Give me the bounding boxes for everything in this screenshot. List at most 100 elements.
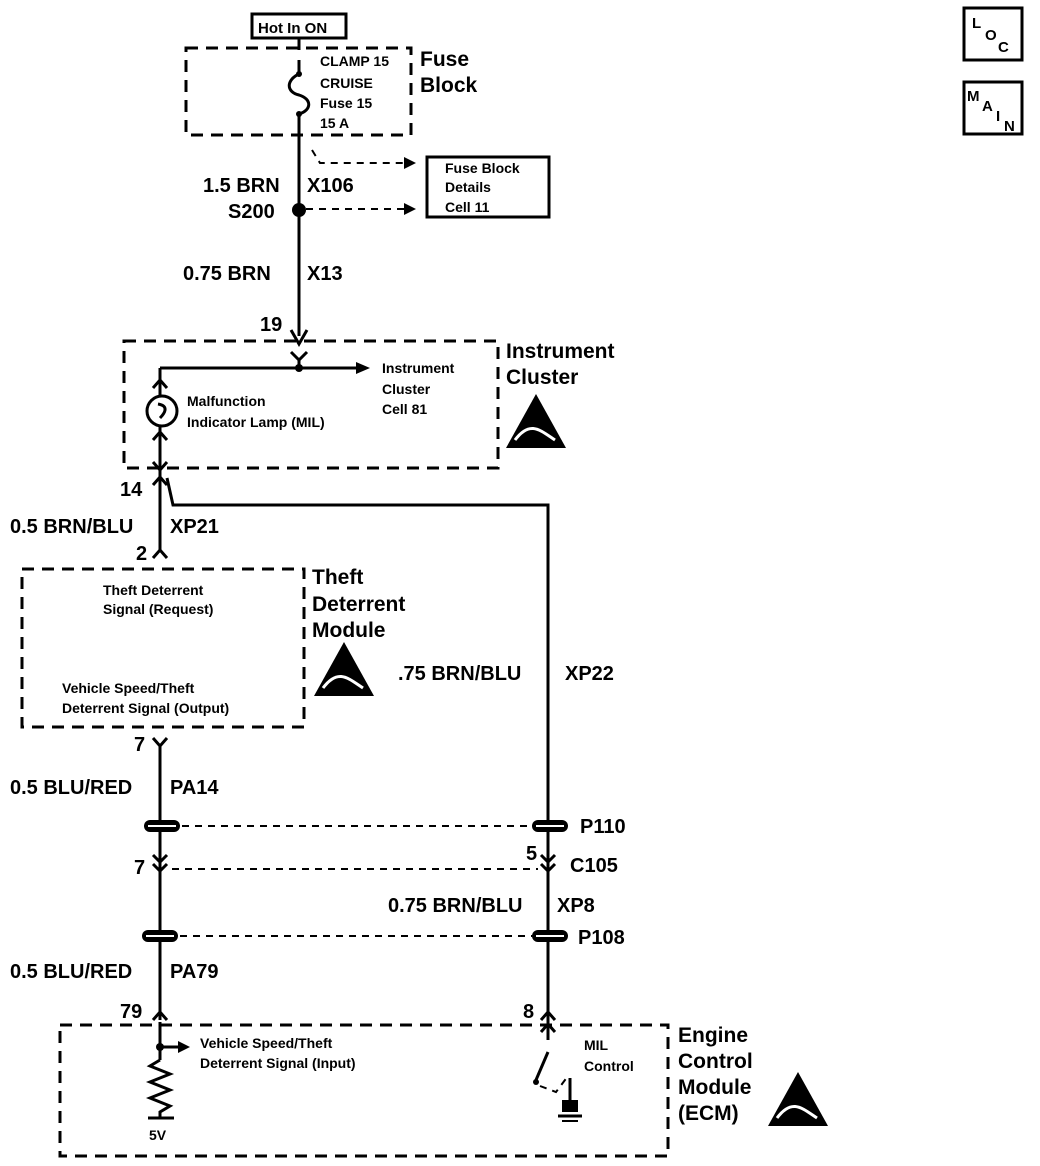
wire3-gauge: 0.5 BRN/BLU <box>10 516 133 538</box>
wire6-gauge: 0.75 BRN/BLU <box>388 895 522 917</box>
instrument-cluster-name-2: Cluster <box>506 366 578 389</box>
wire1-id: X106 <box>307 175 354 197</box>
fuse-details-ref-3: Cell 11 <box>445 199 490 215</box>
ecm-pin-8: 8 <box>523 1001 534 1023</box>
ic-pin-14: 14 <box>120 479 143 501</box>
tdm-request-2: Signal (Request) <box>103 601 213 617</box>
wire7-gauge: 0.5 BLU/RED <box>10 961 132 983</box>
wire2-gauge: 0.75 BRN <box>183 263 271 285</box>
ecm-outline <box>58 1023 670 1158</box>
wire4-id: XP22 <box>565 663 614 685</box>
esd-warning-icon <box>768 1072 828 1126</box>
wire1-gauge: 1.5 BRN <box>203 175 280 197</box>
wire2-id: X13 <box>307 263 343 285</box>
connector-p110-right <box>532 820 568 832</box>
theft-module-name-3: Module <box>312 619 386 642</box>
ic-ref-arrow <box>356 362 370 374</box>
mil-control-label-2: Control <box>584 1058 634 1074</box>
mil-switch-blade <box>534 1051 550 1081</box>
connector-p110-left <box>144 820 180 832</box>
mil-lamp-label-2: Indicator Lamp (MIL) <box>187 414 325 430</box>
theft-module-name-1: Theft <box>312 566 363 589</box>
power-source-box: Hot In ON <box>250 12 348 40</box>
ecm-input-arrow <box>178 1041 190 1053</box>
theft-module-outline <box>20 567 306 729</box>
ecm-voltage-label: 5V <box>149 1127 167 1143</box>
ic-pin-19: 19 <box>260 314 282 336</box>
wire7-id: PA79 <box>170 961 219 983</box>
connector-p108-left <box>142 930 178 942</box>
fuse-line-3: Fuse 15 <box>320 95 372 111</box>
tdm-output-1: Vehicle Speed/Theft <box>62 680 195 696</box>
mil-lamp-symbol <box>145 394 179 428</box>
fuse-details-arrow-1 <box>404 157 416 169</box>
mil-control-arrowhead <box>539 1021 557 1033</box>
wire5-id: PA14 <box>170 777 219 799</box>
fuse-line-1: CLAMP 15 <box>320 53 389 69</box>
tdm-pin-2: 2 <box>136 543 147 565</box>
ic-ref-1: Instrument <box>382 360 455 376</box>
mil-control-label-1: MIL <box>584 1037 609 1053</box>
ic-lamp-bottom-connector <box>151 429 169 441</box>
ecm-input-label-2: Deterrent Signal (Input) <box>200 1055 356 1071</box>
wire4-gauge: .75 BRN/BLU <box>398 663 521 685</box>
main-button[interactable]: M A I N <box>962 80 1024 136</box>
connector-p110-label: P110 <box>580 816 626 838</box>
ic-ref-2: Cluster <box>382 381 431 397</box>
instrument-cluster-ref[interactable]: Instrument Cluster Cell 81 <box>382 360 455 417</box>
fuse-line-4: 15 A <box>320 115 349 131</box>
ecm-name-2: Control <box>678 1050 753 1073</box>
connector-p108-label: P108 <box>578 927 625 949</box>
fuse-details-ref-box[interactable]: Fuse Block Details Cell 11 <box>425 155 551 219</box>
loc-letter-c: C <box>998 39 1009 56</box>
mil-switch-control-link <box>539 1075 569 1094</box>
wire3-id: XP21 <box>170 516 219 538</box>
main-letter-n: N <box>1004 118 1015 135</box>
main-letter-m: M <box>967 88 980 105</box>
connector-c105-label: C105 <box>570 855 618 877</box>
loc-button[interactable]: L O C <box>962 6 1024 62</box>
esd-warning-icon <box>314 642 374 696</box>
ecm-pin8-connector <box>539 1009 557 1021</box>
loc-letter-o: O <box>985 27 997 44</box>
c105-pin-right: 5 <box>526 843 537 865</box>
ecm-pin79-connector <box>151 1009 169 1021</box>
fuse-line-2: CRUISE <box>320 75 373 91</box>
fuse-details-ref-1: Fuse Block <box>445 160 520 176</box>
ic-pin14-arrowhead <box>151 474 169 486</box>
wire6-id: XP8 <box>557 895 595 917</box>
ecm-input-label-1: Vehicle Speed/Theft <box>200 1035 333 1051</box>
fuse-block-name-1: Fuse <box>420 48 469 71</box>
loc-letter-l: L <box>972 15 981 32</box>
tdm-pin-7: 7 <box>134 734 145 756</box>
c105-left-connector <box>151 853 169 874</box>
fuse-details-ref-line-1 <box>311 149 408 164</box>
c105-right-connector <box>539 853 557 874</box>
wire-brn-blu-xp22 <box>165 477 550 820</box>
splice-s200-dot <box>292 203 306 217</box>
instrument-cluster-outline <box>122 339 500 470</box>
mil-switch-pivot <box>533 1079 539 1085</box>
theft-module-name-2: Deterrent <box>312 593 405 616</box>
ecm-name-4: (ECM) <box>678 1102 739 1125</box>
wire5-gauge: 0.5 BLU/RED <box>10 777 132 799</box>
connector-p108-right <box>532 930 568 942</box>
splice-s200-label: S200 <box>228 201 275 223</box>
ecm-name-1: Engine <box>678 1024 748 1047</box>
tdm-pin7-receptacle <box>151 737 169 749</box>
ic-pin19-receptacle <box>289 350 309 363</box>
ic-pin19-arrow <box>289 329 309 348</box>
main-letter-a: A <box>982 98 993 115</box>
fuse-symbol <box>287 60 311 125</box>
ground-icon <box>558 1100 582 1122</box>
mil-lamp-label-1: Malfunction <box>187 393 266 409</box>
tdm-pin2-connector <box>151 547 169 559</box>
ecm-name-3: Module <box>678 1076 752 1099</box>
power-label: Hot In ON <box>258 20 327 37</box>
fuse-details-ref-2: Details <box>445 179 491 195</box>
instrument-cluster-name-1: Instrument <box>506 340 615 363</box>
main-letter-i: I <box>996 108 1000 125</box>
esd-warning-icon <box>506 394 566 448</box>
tdm-output-2: Deterrent Signal (Output) <box>62 700 229 716</box>
